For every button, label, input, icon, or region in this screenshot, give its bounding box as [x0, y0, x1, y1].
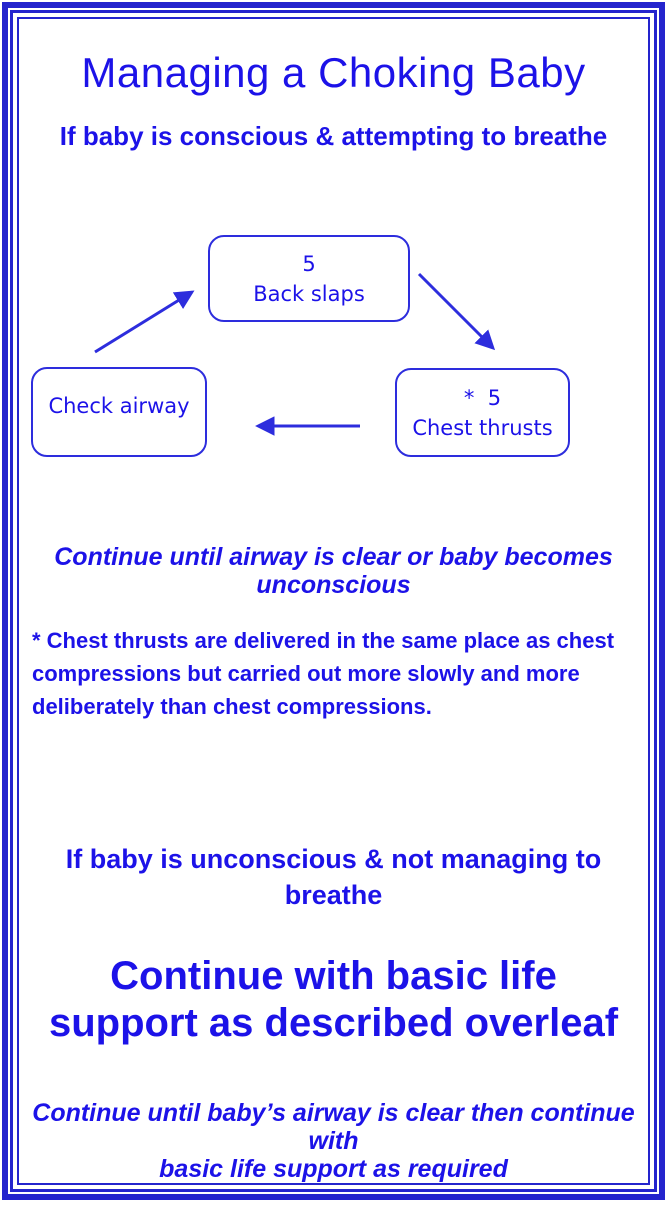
- arrow-check-airway-to-back-slaps-icon: [94, 290, 195, 354]
- chest-thrusts-label: Chest thrusts: [412, 415, 553, 440]
- check-airway-box: Check airway: [31, 367, 207, 457]
- back-slaps-count: 5: [302, 251, 316, 276]
- cycle-diagram: 5 Back slaps Check airway * 5 Chest thru…: [19, 219, 648, 499]
- continue-until-clear-note: Continue until airway is clear or baby b…: [54, 543, 613, 599]
- cycle-arrows: [94, 272, 496, 436]
- back-slaps-box: 5 Back slaps: [208, 235, 410, 322]
- arrow-back-slaps-to-chest-thrusts-icon: [417, 272, 496, 351]
- page-title: Managing a Choking Baby: [81, 49, 586, 96]
- continue-basic-life-note: Continue until baby’s airway is clear th…: [32, 1099, 635, 1183]
- chest-thrusts-footnote: * Chest thrusts are delivered in the sam…: [32, 628, 615, 719]
- check-airway-label: Check airway: [48, 394, 190, 418]
- conscious-heading: If baby is conscious & attempting to bre…: [59, 121, 608, 151]
- back-slaps-label: Back slaps: [253, 281, 365, 306]
- chest-thrusts-box: * 5 Chest thrusts: [395, 368, 570, 457]
- page-border-middle: Managing a Choking Baby If baby is consc…: [10, 10, 657, 1192]
- unconscious-heading: If baby is unconscious & not managing to…: [65, 844, 602, 910]
- chest-thrusts-count: * 5: [463, 385, 502, 410]
- page-border-inner: Managing a Choking Baby If baby is consc…: [17, 17, 650, 1185]
